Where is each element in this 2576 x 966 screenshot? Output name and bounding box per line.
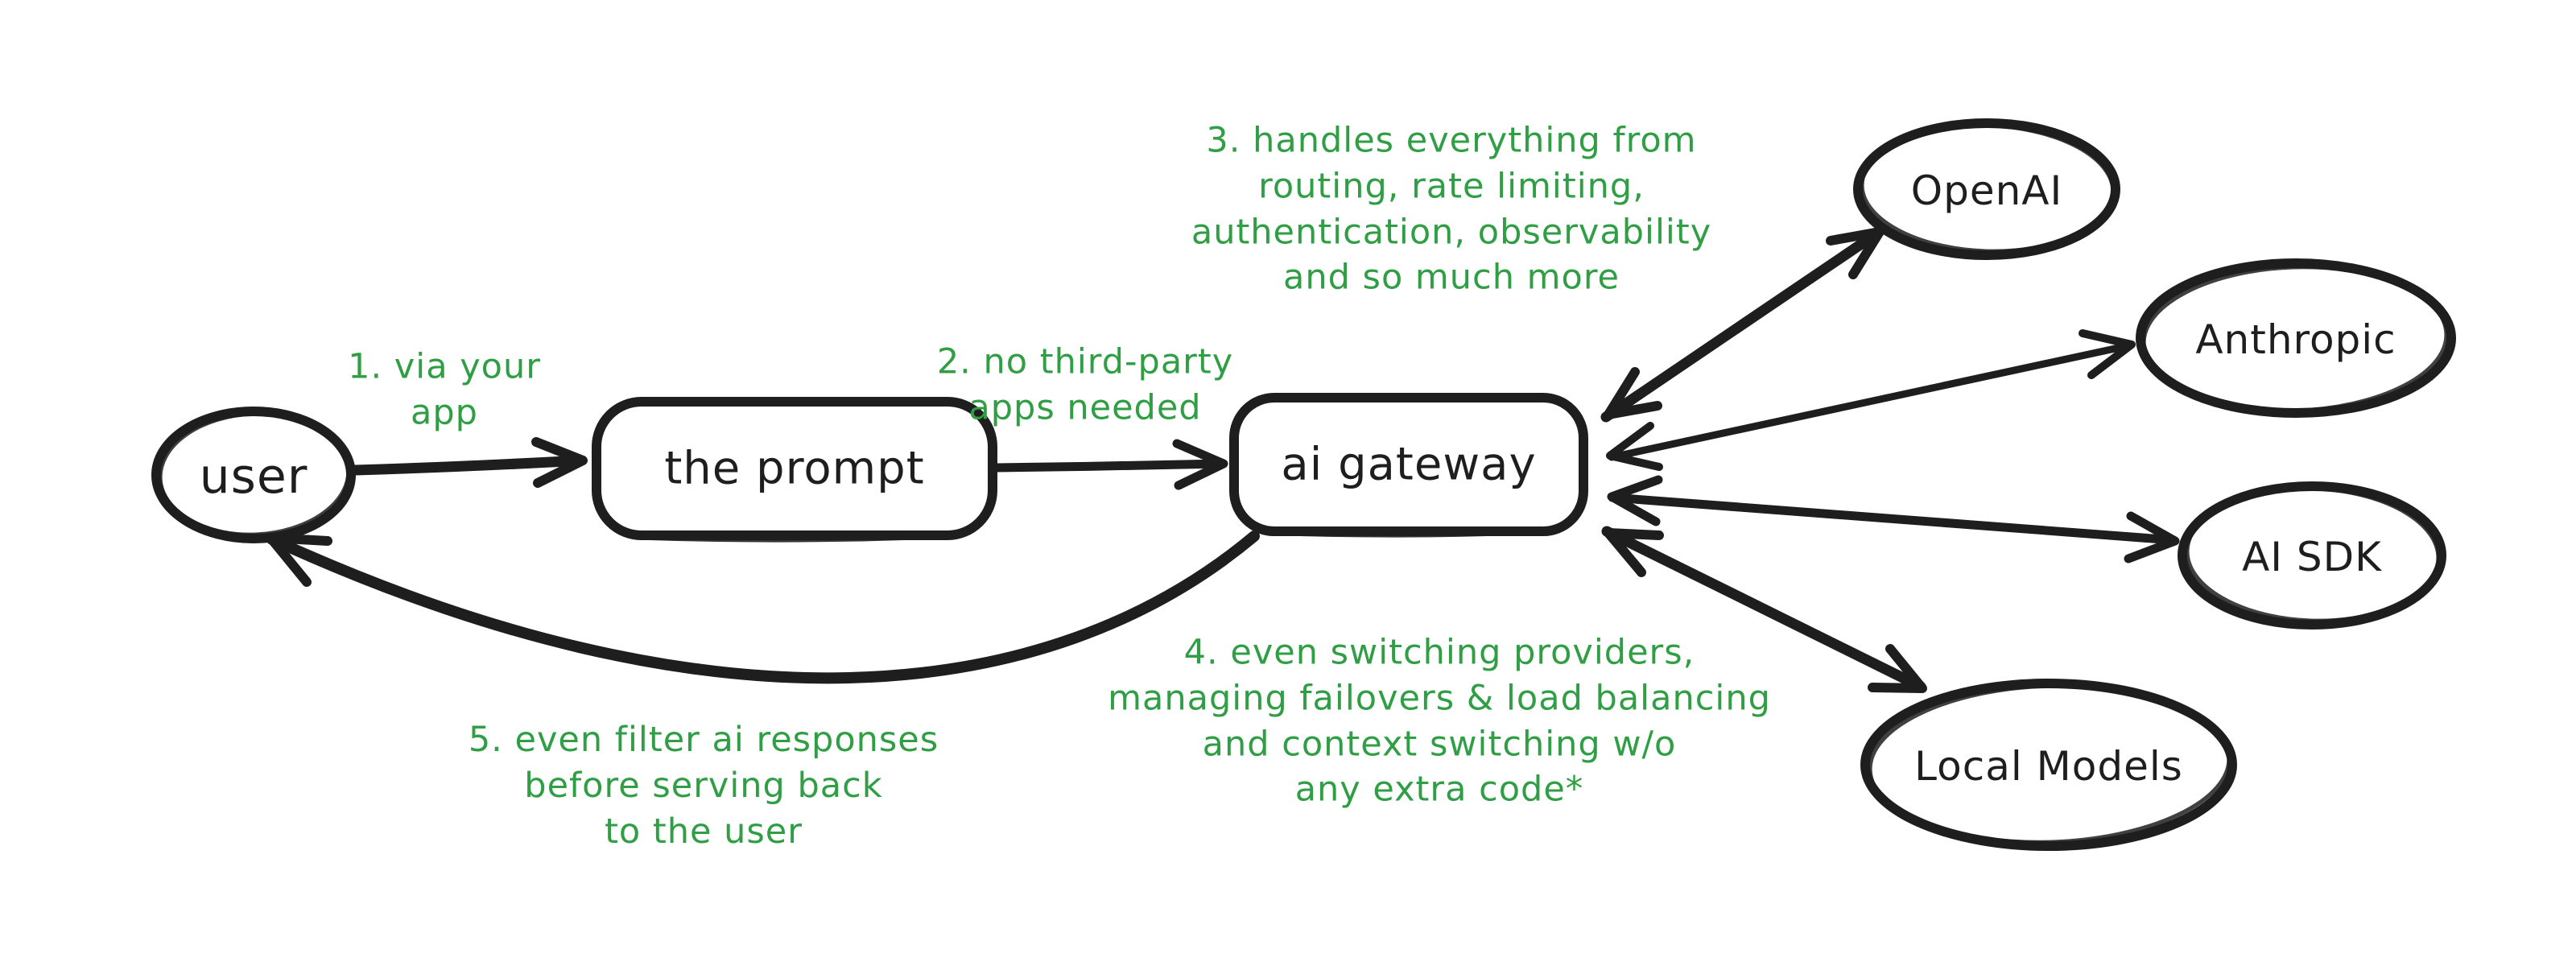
gateway-to-user-curve	[266, 530, 1260, 684]
ai-sdk-node-label: AI SDK	[2242, 534, 2382, 580]
gateway-box	[1229, 393, 1588, 538]
prompt-to-gateway-arrow	[992, 459, 1227, 473]
annotation-5-filter-responses: 5. even filter ai responses before servi…	[468, 719, 939, 852]
openai-node-label: OpenAI	[1910, 167, 2063, 214]
annotation-4-switching-providers: 4. even switching providers, managing fa…	[1108, 632, 1771, 810]
gateway-localmodels-line	[1601, 526, 1926, 692]
user-node-label: user	[199, 448, 308, 505]
gateway-aisdk-line	[1608, 493, 2178, 545]
local-models-node-label: Local Models	[1914, 743, 2183, 790]
gateway-localmodels-arrowhead-return	[1604, 528, 1664, 577]
gateway-to-user-curve-arrowhead	[266, 533, 332, 587]
local-models-ellipse	[1860, 679, 2237, 851]
user-ellipse	[151, 407, 356, 543]
gateway-anthropic-line	[1608, 341, 2134, 461]
gateway-openai-line	[1600, 227, 1884, 423]
gateway-localmodels-arrowhead-provider	[1868, 644, 1927, 693]
anthropic-ellipse	[2136, 258, 2456, 418]
prompt-node-label: the prompt	[664, 442, 925, 495]
user-to-prompt-arrow	[350, 455, 587, 476]
ai-sdk-ellipse	[2178, 481, 2446, 630]
annotation-2-no-third-party: 2. no third-party apps needed	[936, 341, 1234, 427]
gateway-aisdk-arrowhead-return	[1607, 475, 1663, 526]
gateway-node-label: ai gateway	[1281, 438, 1537, 491]
gateway-anthropic-arrowhead-provider	[2079, 329, 2136, 379]
anthropic-node-label: Anthropic	[2195, 316, 2396, 363]
gateway-anthropic-arrowhead-return	[1606, 422, 1663, 471]
annotation-1-via-your-app: 1. via your app	[348, 346, 541, 432]
user-to-prompt-arrowhead	[531, 437, 588, 488]
openai-ellipse	[1853, 118, 2120, 260]
gateway-aisdk-arrowhead-provider	[2124, 511, 2180, 564]
gateway-openai-arrowhead-return	[1604, 367, 1662, 419]
prompt-to-gateway-arrowhead	[1172, 439, 1228, 490]
annotation-3-handles-everything: 3. handles everything from routing, rate…	[1191, 120, 1712, 298]
